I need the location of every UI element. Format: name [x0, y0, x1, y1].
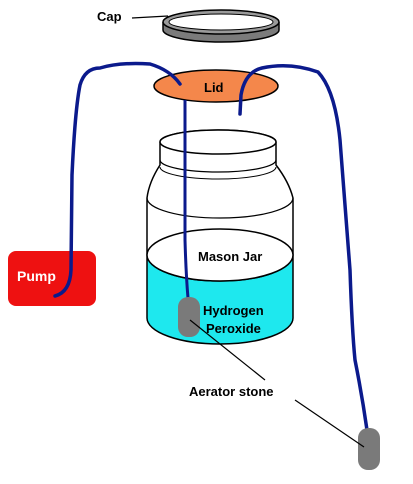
pump-label: Pump — [17, 268, 56, 284]
peroxide-label: Peroxide — [206, 321, 261, 336]
aerator-stone-outside — [358, 428, 380, 470]
hydrogen-label: Hydrogen — [203, 303, 264, 318]
mason-jar — [146, 129, 294, 345]
cap-leader-line — [131, 15, 169, 19]
aerator-stone-inside — [178, 297, 200, 337]
pump-box — [8, 251, 96, 306]
stone-leader-outside — [294, 399, 365, 448]
mason-jar-label: Mason Jar — [198, 249, 262, 264]
cap-label: Cap — [97, 9, 122, 24]
air-tube-pump — [53, 61, 182, 298]
stone-leader-inside — [189, 319, 266, 381]
aerator-stone-label: Aerator stone — [189, 384, 274, 399]
air-tube-jar — [183, 100, 190, 300]
cap-ring — [162, 9, 280, 43]
lid-label: Lid — [204, 80, 224, 95]
exhaust-tube — [238, 64, 369, 432]
liquid-surface — [146, 228, 294, 282]
